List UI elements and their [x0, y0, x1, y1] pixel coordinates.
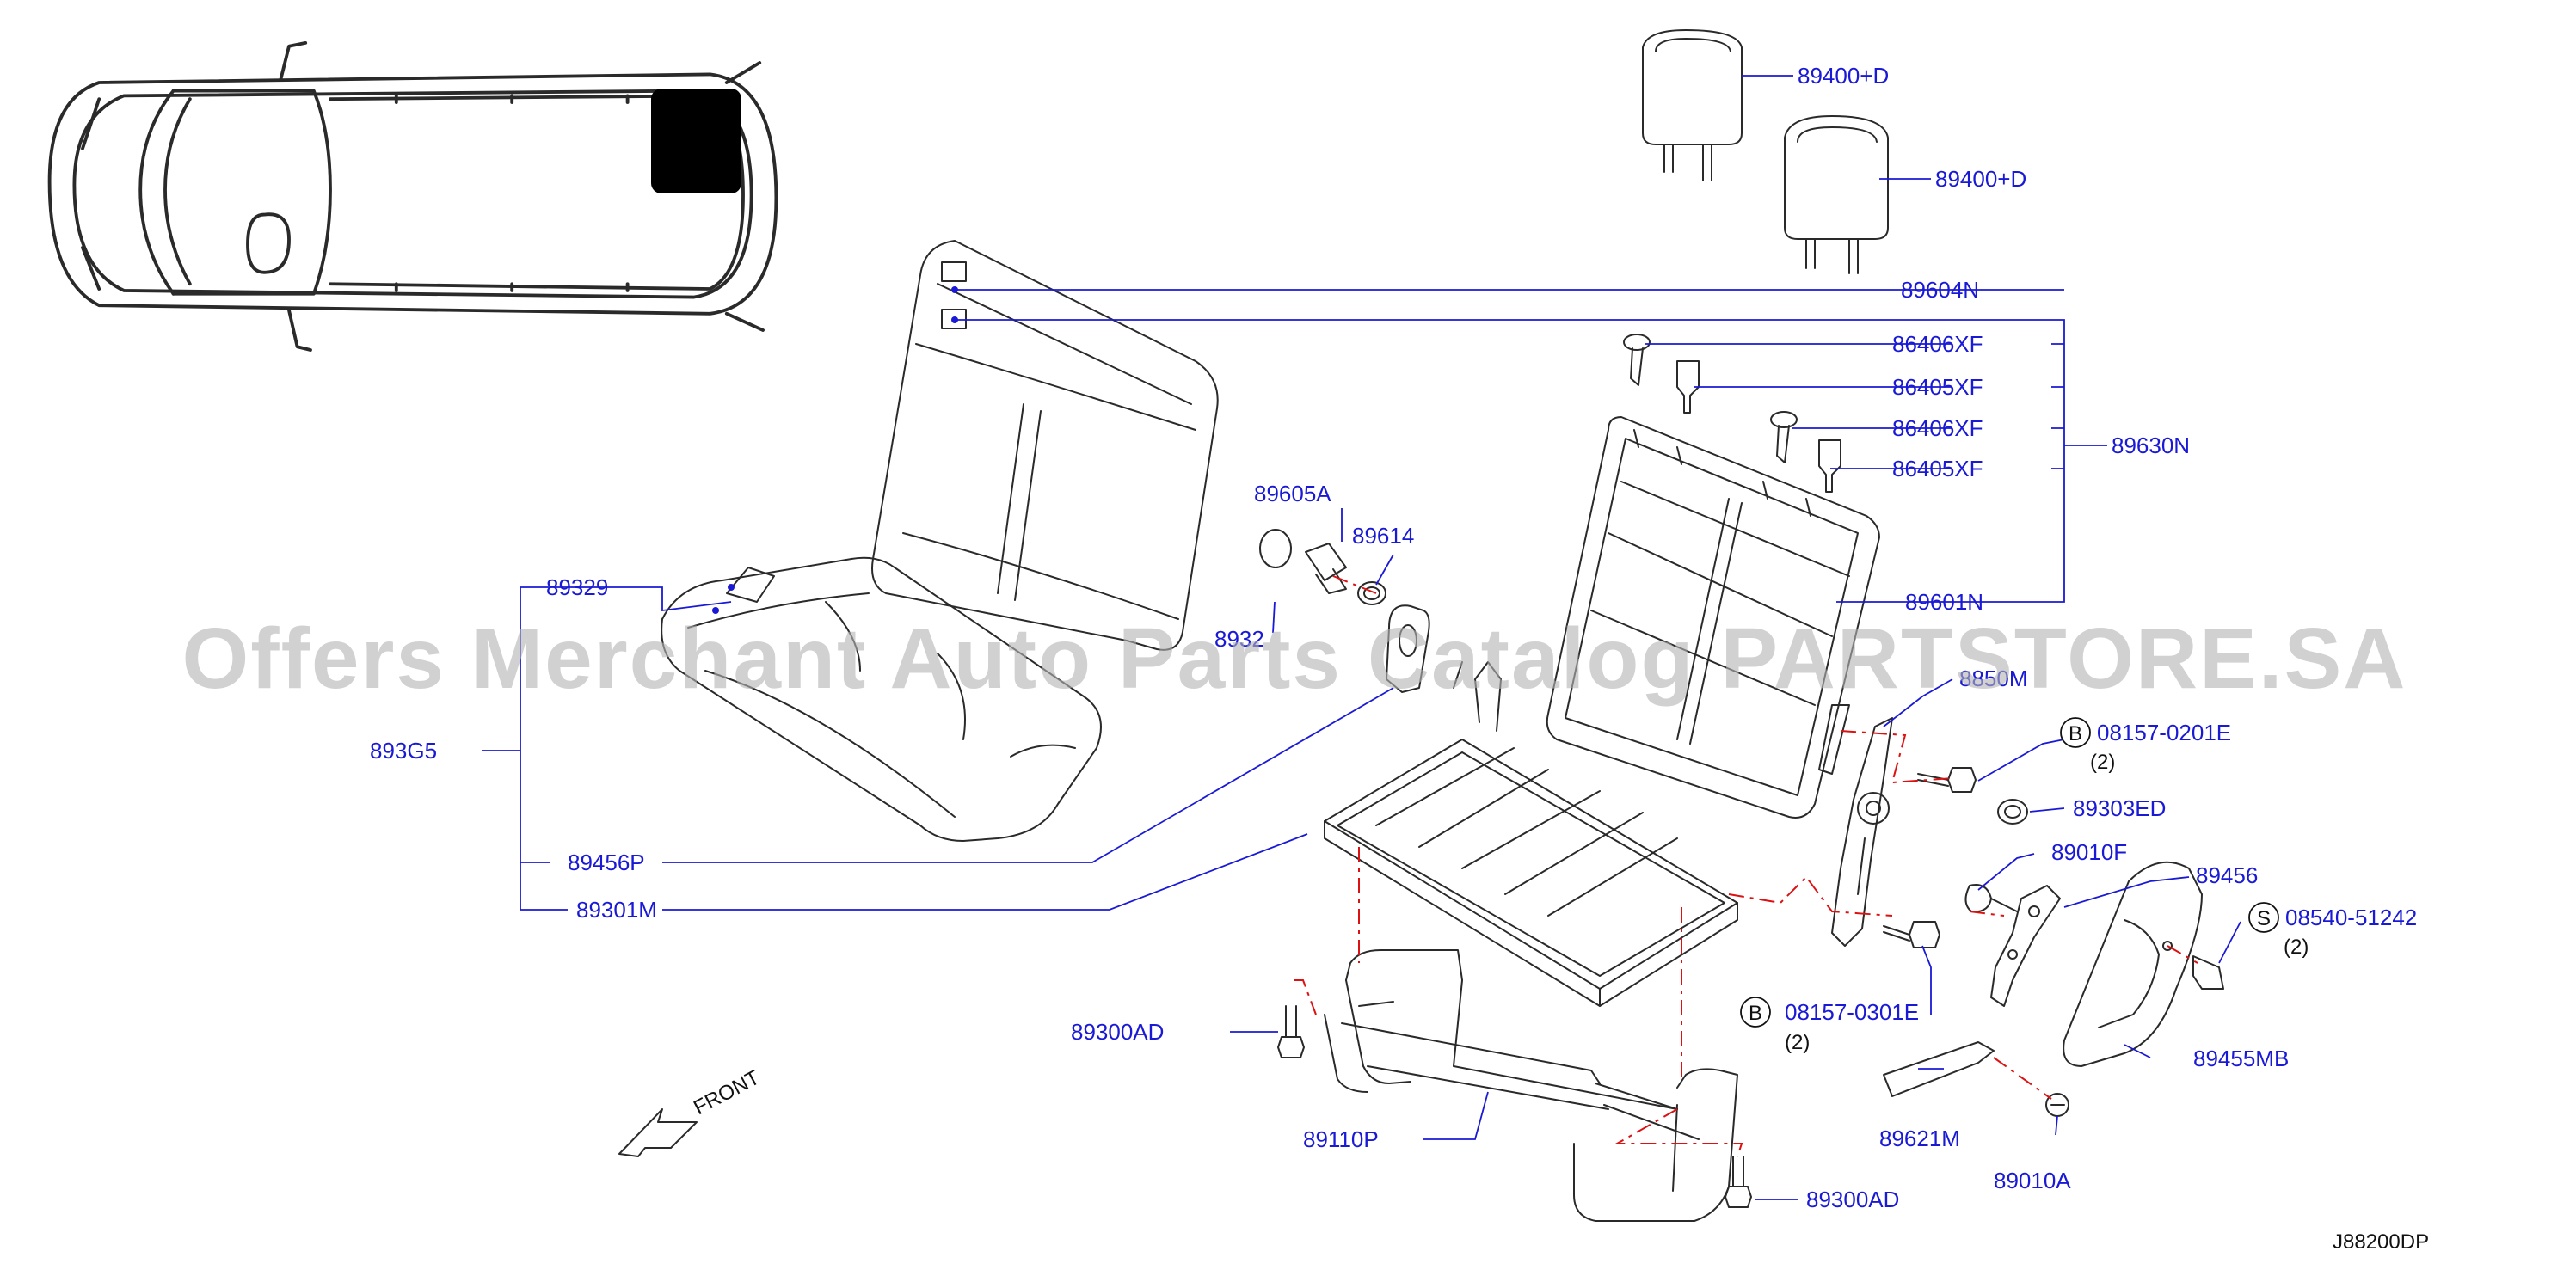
seat-cushion-illustration: [661, 556, 1102, 842]
part-8932x-label[interactable]: 8932: [1214, 626, 1264, 652]
part-86406xf-b-label[interactable]: 86406XF: [1892, 415, 1983, 441]
part-08157-0301e-qty: (2): [1785, 1031, 1810, 1054]
watermark-text: Offers Merchant Auto Parts Catalog PARTS…: [182, 610, 2407, 707]
part-89621m-label[interactable]: 89621M: [1879, 1126, 1960, 1151]
dash-side-cover: [2167, 945, 2198, 964]
clip-86406xf-b-illustration: [1770, 411, 1798, 463]
part-labels: 89400+D 89400+D 89604N 86406XF 86405XF 8…: [370, 63, 2417, 1212]
part-89400d-a-label[interactable]: 89400+D: [1798, 63, 1889, 89]
headrest-2-illustration: [1784, 115, 1889, 274]
part-89630n-label[interactable]: 89630N: [2112, 432, 2190, 458]
bushing-89303ed-illustration: [1997, 799, 2028, 825]
part-89110p-label[interactable]: 89110P: [1303, 1126, 1379, 1152]
headrest-1-illustration: [1642, 29, 1743, 181]
part-08540-51242-label[interactable]: 08540-51242: [2285, 905, 2417, 930]
bolt-89300ad-a-illustration: [1277, 1005, 1305, 1058]
part-89303ed-label[interactable]: 89303ED: [2073, 795, 2166, 821]
cap-89605a-illustration: [1259, 529, 1386, 605]
dash-trim: [1993, 1057, 2052, 1100]
part-89300ad-a-label[interactable]: 89300AD: [1071, 1019, 1164, 1045]
part-89601n-label[interactable]: 89601N: [1905, 589, 1983, 615]
part-08540-51242-qty: (2): [2284, 936, 2309, 959]
dash-89614-to-latch: [1332, 575, 1377, 594]
part-89010f-label[interactable]: 89010F: [2051, 839, 2127, 865]
dash-recliner-top: [1840, 730, 1953, 784]
front-arrow-icon: [618, 1108, 698, 1157]
leg-frame-89110p-illustration: [1324, 949, 1738, 1222]
svg-text:S: S: [2257, 907, 2271, 930]
part-89300ad-b-label[interactable]: 89300AD: [1806, 1187, 1899, 1212]
seat-location-highlight: [651, 89, 741, 193]
svg-text:B: B: [2069, 722, 2082, 745]
side-cover-89455mb-illustration: [2063, 861, 2203, 1067]
part-89010a-label[interactable]: 89010A: [1994, 1168, 2071, 1193]
badge-b-0301e: B: [1740, 997, 1771, 1028]
part-89455mb-label[interactable]: 89455MB: [2193, 1046, 2289, 1071]
part-08157-0201e-qty: (2): [2090, 751, 2115, 774]
trim-89621m-illustration: [1883, 1041, 1995, 1097]
part-89456p-label[interactable]: 89456P: [568, 850, 645, 875]
bolt-89300ad-b-illustration: [1725, 1156, 1752, 1208]
diagram-code: J88200DP: [2333, 1230, 2429, 1254]
dash-legframe-left: [1294, 847, 1360, 1015]
dash-lever: [1969, 911, 2005, 917]
dash-legframe-right: [1614, 907, 1743, 1157]
dash-recliner-mid: [1728, 875, 1893, 917]
part-89604n-label[interactable]: 89604N: [1901, 277, 1979, 303]
clip-86405xf-b-illustration: [1818, 439, 1841, 493]
screw-08540-51242-illustration: [2192, 955, 2224, 990]
part-86405xf-b-label[interactable]: 86405XF: [1892, 456, 1983, 482]
part-89329-label[interactable]: 89329: [546, 574, 608, 600]
bolt-08157-0301e-illustration: [1883, 921, 1940, 948]
seat-back-cushion-illustration: [871, 240, 1219, 651]
vehicle-locator-illustration: [47, 41, 778, 352]
badge-b-0201e: B: [2060, 717, 2091, 748]
part-89605a-label[interactable]: 89605A: [1254, 481, 1331, 506]
part-86406xf-a-label[interactable]: 86406XF: [1892, 331, 1983, 357]
part-893g5-label[interactable]: 893G5: [370, 738, 437, 764]
badge-s-51242: S: [2248, 902, 2279, 933]
recliner-lever-89456-illustration: [1990, 885, 2061, 1007]
part-08157-0201e-label[interactable]: 08157-0201E: [2097, 720, 2231, 745]
seat-back-frame-illustration: [1546, 416, 1880, 819]
front-label: FRONT: [690, 1065, 764, 1120]
part-08157-0301e-label[interactable]: 08157-0301E: [1785, 999, 1919, 1025]
part-8850xm-label[interactable]: 8850M: [1959, 666, 2028, 691]
clip-86406xf-a-illustration: [1623, 334, 1651, 386]
leader-points: [712, 286, 958, 614]
part-89456-label[interactable]: 89456: [2196, 862, 2258, 888]
part-89400d-b-label[interactable]: 89400+D: [1935, 166, 2026, 192]
recliner-bracket-illustration: [1831, 717, 1893, 947]
leader-lines: [482, 75, 2241, 1200]
part-86405xf-a-label[interactable]: 86405XF: [1892, 374, 1983, 400]
clip-86405xf-a-illustration: [1676, 360, 1700, 414]
latch-plate-illustration: [1386, 604, 1430, 693]
part-89301m-label[interactable]: 89301M: [576, 897, 657, 923]
svg-text:B: B: [1749, 1002, 1762, 1025]
bolt-89010f-illustration: [1964, 884, 2018, 913]
part-89614-label[interactable]: 89614: [1352, 523, 1414, 549]
seat-base-frame-illustration: [1324, 661, 1738, 1007]
